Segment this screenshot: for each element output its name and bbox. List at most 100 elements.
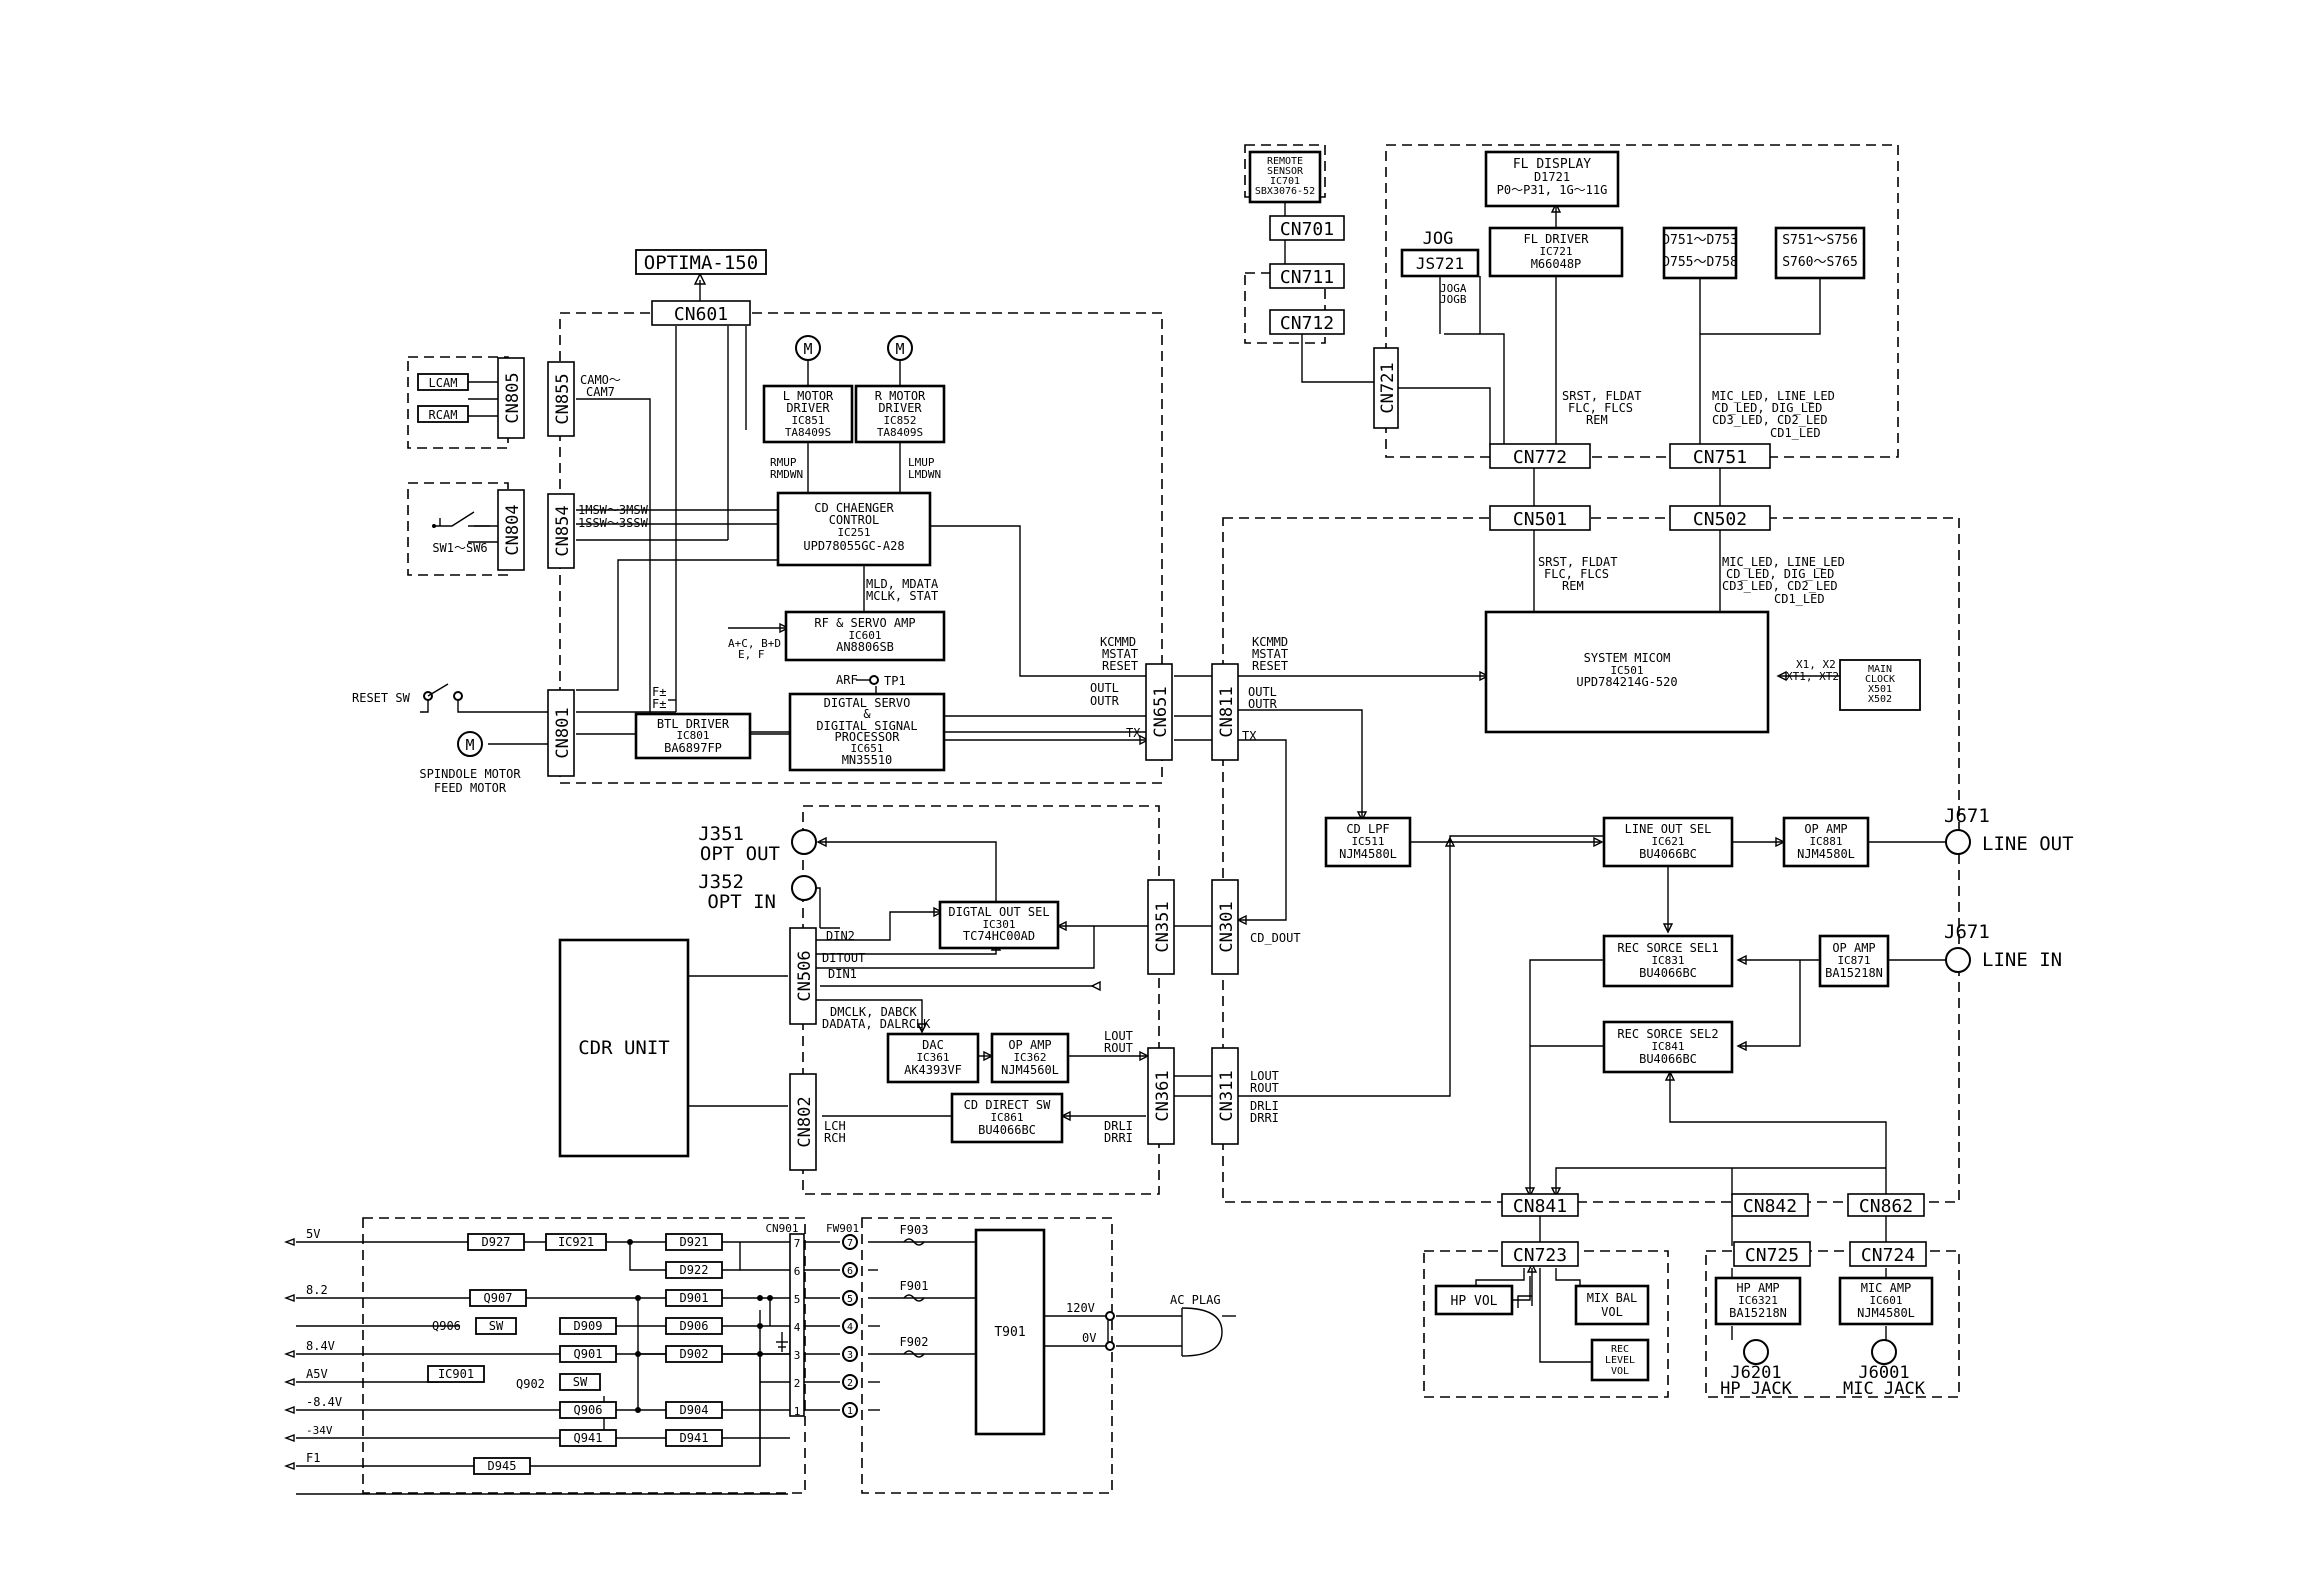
svg-text:REC: REC xyxy=(1611,1344,1629,1355)
svg-text:5: 5 xyxy=(794,1293,801,1306)
svg-text:M: M xyxy=(465,736,474,754)
svg-text:BU4066BC: BU4066BC xyxy=(1639,1052,1697,1066)
svg-text:Q901: Q901 xyxy=(574,1347,603,1361)
cn841-connector xyxy=(1501,1193,1579,1217)
svg-text:M66048P: M66048P xyxy=(1531,257,1582,271)
svg-text:D904: D904 xyxy=(680,1403,709,1417)
svg-text:7: 7 xyxy=(794,1237,801,1250)
svg-text:RESET SW: RESET SW xyxy=(352,691,411,705)
svg-text:NJM4560L: NJM4560L xyxy=(1001,1063,1059,1077)
svg-text:CD DIRECT SW: CD DIRECT SW xyxy=(964,1098,1051,1112)
svg-text:SPINDOLE MOTOR: SPINDOLE MOTOR xyxy=(419,767,521,781)
svg-text:LINE OUT SEL: LINE OUT SEL xyxy=(1625,822,1712,836)
svg-text:CD_LED, DIG_LED: CD_LED, DIG_LED xyxy=(1714,401,1822,415)
svg-text:M: M xyxy=(895,340,904,358)
svg-text:REMOTE: REMOTE xyxy=(1267,156,1303,167)
svg-text:CD_LED, DIG_LED: CD_LED, DIG_LED xyxy=(1726,567,1834,581)
svg-text:MIX BAL: MIX BAL xyxy=(1587,1291,1638,1305)
cn725-connector xyxy=(1733,1241,1811,1267)
svg-text:RCH: RCH xyxy=(824,1131,846,1145)
svg-text:CD1_LED: CD1_LED xyxy=(1774,592,1825,606)
svg-text:D751～D753: D751～D753 xyxy=(1662,233,1738,248)
svg-text:KCMMD: KCMMD xyxy=(1100,635,1136,649)
svg-text:SW: SW xyxy=(489,1319,504,1333)
svg-text:TC74HC00AD: TC74HC00AD xyxy=(963,929,1035,943)
svg-text:IC601: IC601 xyxy=(1869,1294,1902,1307)
svg-text:OUTL: OUTL xyxy=(1090,681,1119,695)
svg-text:TA8409S: TA8409S xyxy=(785,426,831,439)
svg-text:SBX3076-52: SBX3076-52 xyxy=(1255,186,1315,197)
cn721-connector xyxy=(1373,347,1399,429)
cn601-connector xyxy=(651,300,751,326)
svg-text:DRRI: DRRI xyxy=(1250,1111,1279,1125)
cn805-label: CN805 xyxy=(503,372,523,423)
cn855-label: CN855 xyxy=(553,373,573,424)
svg-text:OUTR: OUTR xyxy=(1090,694,1120,708)
svg-text:ARF: ARF xyxy=(836,673,858,687)
svg-text:CD3_LED, CD2_LED: CD3_LED, CD2_LED xyxy=(1722,579,1838,593)
dashed-groups xyxy=(362,144,1960,1494)
svg-text:FL DRIVER: FL DRIVER xyxy=(1523,232,1589,246)
cn301-label: CN301 xyxy=(1217,901,1237,952)
svg-text:REC SORCE SEL1: REC SORCE SEL1 xyxy=(1617,941,1718,955)
svg-text:OPT IN: OPT IN xyxy=(707,891,776,913)
svg-text:1MSW～3MSW: 1MSW～3MSW xyxy=(578,503,649,517)
cn361-connector xyxy=(1147,1047,1175,1145)
svg-text:DIN2: DIN2 xyxy=(826,929,855,943)
svg-text:JS721: JS721 xyxy=(1416,254,1464,273)
svg-text:DRIVER: DRIVER xyxy=(786,401,830,415)
svg-text:LINE OUT: LINE OUT xyxy=(1982,833,2074,855)
cn506-label: CN506 xyxy=(795,950,815,1001)
svg-text:A5V: A5V xyxy=(306,1367,328,1381)
svg-text:6: 6 xyxy=(794,1265,801,1278)
svg-text:F903: F903 xyxy=(900,1223,929,1237)
svg-text:MIC_LED, LINE_LED: MIC_LED, LINE_LED xyxy=(1722,555,1845,569)
svg-text:JOGA: JOGA xyxy=(1440,282,1467,295)
svg-text:X501: X501 xyxy=(1868,684,1892,695)
svg-text:D941: D941 xyxy=(680,1431,709,1445)
svg-text:VOL: VOL xyxy=(1601,1305,1623,1319)
cn711-connector xyxy=(1269,263,1345,289)
svg-text:BA15218N: BA15218N xyxy=(1729,1306,1787,1320)
svg-text:IC861: IC861 xyxy=(990,1111,1023,1124)
svg-text:3: 3 xyxy=(847,1350,853,1361)
svg-text:RCAM: RCAM xyxy=(429,408,458,422)
svg-text:F±: F± xyxy=(652,697,666,711)
svg-text:IC301: IC301 xyxy=(982,918,1015,931)
svg-text:DRLI: DRLI xyxy=(1250,1099,1279,1113)
svg-text:J352: J352 xyxy=(698,871,744,893)
svg-text:UPD78055GC-A28: UPD78055GC-A28 xyxy=(803,539,904,553)
svg-text:X1, X2: X1, X2 xyxy=(1796,658,1836,671)
signal-labels: CAMO～ CAM7 1MSW～3MSW 1SSW～3SSW KCMMD MST… xyxy=(578,373,1301,1145)
motor-icon: M M M xyxy=(457,335,913,757)
svg-text:CD_DOUT: CD_DOUT xyxy=(1250,931,1301,945)
svg-text:MIC AMP: MIC AMP xyxy=(1861,1281,1912,1295)
svg-text:F901: F901 xyxy=(900,1279,929,1293)
svg-text:MLD, MDATA: MLD, MDATA xyxy=(866,577,939,591)
svg-text:JOG: JOG xyxy=(1423,229,1454,249)
cn802-connector xyxy=(789,1073,817,1171)
svg-text:D909: D909 xyxy=(574,1319,603,1333)
cn802-label: CN802 xyxy=(795,1096,815,1147)
svg-text:6: 6 xyxy=(847,1266,853,1277)
jacks: J351 OPT OUT J352 OPT IN J671 LINE OUT J… xyxy=(698,805,2073,1399)
svg-text:T901: T901 xyxy=(994,1325,1025,1340)
cn841-label: CN841 xyxy=(1513,1196,1567,1217)
svg-text:D902: D902 xyxy=(680,1347,709,1361)
svg-text:CN901: CN901 xyxy=(765,1222,798,1235)
svg-text:LMDWN: LMDWN xyxy=(908,468,941,481)
svg-text:IC621: IC621 xyxy=(1651,835,1684,848)
svg-text:DIGTAL OUT SEL: DIGTAL OUT SEL xyxy=(948,905,1049,919)
functional-blocks: OPTIMA-150 LCAM RCAM SW1～SW6 M M M L MOT… xyxy=(352,150,1934,1382)
svg-text:BA6897FP: BA6897FP xyxy=(664,741,722,755)
svg-text:LCH: LCH xyxy=(824,1119,846,1133)
svg-text:1: 1 xyxy=(847,1406,853,1417)
svg-text:P0～P31, 1G～11G: P0～P31, 1G～11G xyxy=(1497,183,1608,197)
svg-text:RMDWN: RMDWN xyxy=(770,468,803,481)
svg-text:D1721: D1721 xyxy=(1534,170,1570,184)
svg-text:SW: SW xyxy=(573,1375,588,1389)
connector-blocks: CN601 CN701 CN711 CN712 CN772 CN751 CN50… xyxy=(497,215,1927,1267)
svg-text:RMUP: RMUP xyxy=(770,456,797,469)
cn711-label: CN711 xyxy=(1280,267,1334,288)
cn772-label: CN772 xyxy=(1513,447,1567,468)
